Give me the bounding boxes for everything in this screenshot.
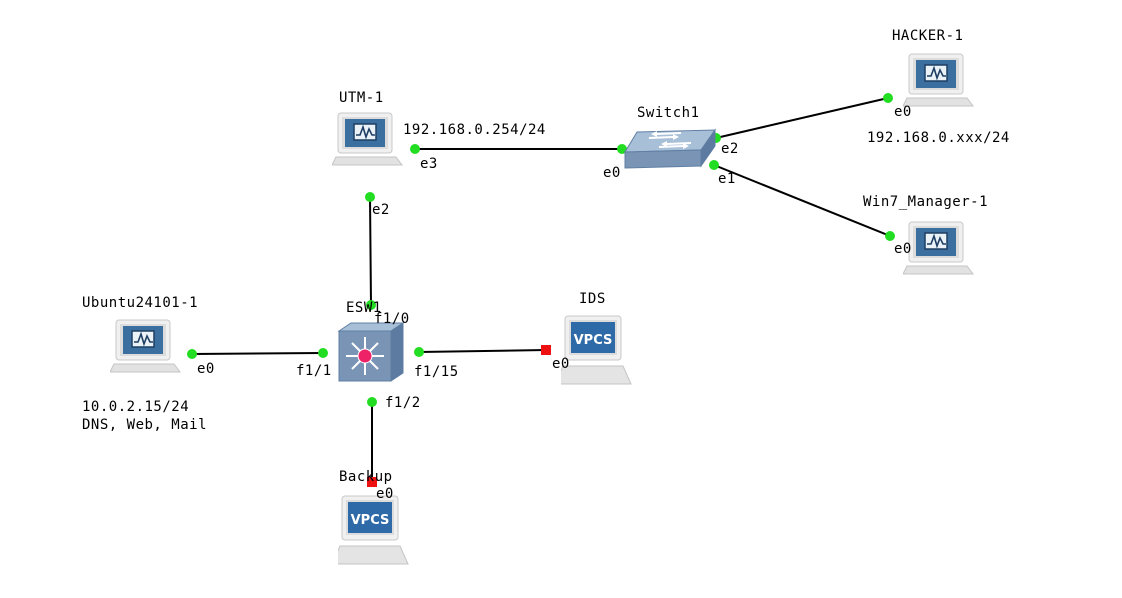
node-label-win7: Win7_Manager-1 — [863, 194, 989, 210]
port-label-utm-e2: e2 — [372, 202, 390, 218]
computer-icon — [903, 53, 974, 107]
port-label-switch-e0: e0 — [603, 165, 621, 181]
link-switch-win7[interactable] — [713, 164, 891, 237]
link-esw-ids[interactable] — [418, 349, 547, 353]
port-indicator-ubuntu-e0[interactable] — [187, 349, 197, 359]
port-label-esw-f1-15: f1/15 — [414, 364, 459, 380]
port-indicator-esw-f1-0[interactable] — [366, 300, 376, 310]
port-indicator-win7-e0[interactable] — [885, 231, 895, 241]
ethernet-switch-icon — [624, 128, 716, 169]
note-ubuntu-ip: 10.0.2.15/24 — [82, 399, 190, 415]
node-label-ubuntu: Ubuntu24101-1 — [82, 295, 199, 311]
node-label-utm: UTM-1 — [339, 90, 384, 106]
computer-icon — [903, 221, 974, 275]
node-esw1[interactable] — [337, 321, 405, 383]
note-utm-ip: 192.168.0.254/24 — [403, 122, 546, 138]
router-switch-icon — [337, 322, 405, 382]
node-label-hacker: HACKER-1 — [892, 28, 964, 44]
port-indicator-switch-e0[interactable] — [617, 144, 627, 154]
node-backup[interactable]: VPCS — [338, 494, 410, 566]
vpcs-icon-label: VPCS — [351, 513, 390, 528]
port-indicator-backup-e0[interactable] — [367, 477, 377, 487]
port-indicator-esw-f1-15[interactable] — [414, 347, 424, 357]
port-label-hacker-e0: e0 — [894, 104, 912, 120]
link-switch-hacker[interactable] — [715, 97, 889, 139]
node-switch1[interactable] — [623, 126, 719, 172]
port-indicator-esw-f1-1[interactable] — [318, 348, 328, 358]
port-label-switch-e1: e1 — [718, 171, 736, 187]
port-label-utm-e3: e3 — [420, 156, 438, 172]
port-indicator-esw-f1-2[interactable] — [367, 397, 377, 407]
vpcs-icon: VPCS — [338, 495, 409, 565]
port-label-ids-e0: e0 — [552, 356, 570, 372]
port-label-esw-f1-0: f1/0 — [374, 311, 410, 327]
note-ubuntu-services: DNS, Web, Mail — [82, 417, 208, 433]
node-label-switch: Switch1 — [637, 105, 700, 121]
node-label-backup: Backup — [339, 469, 393, 485]
node-win7-manager-1[interactable] — [903, 220, 975, 276]
node-ubuntu24101-1[interactable] — [110, 318, 182, 374]
node-hacker-1[interactable] — [903, 52, 975, 108]
port-label-backup-e0: e0 — [376, 486, 394, 502]
node-label-ids: IDS — [579, 291, 606, 307]
node-ids[interactable]: VPCS — [561, 314, 633, 386]
port-indicator-switch-e1[interactable] — [709, 160, 719, 170]
note-hacker-subnet: 192.168.0.xxx/24 — [867, 130, 1010, 146]
computer-icon — [332, 112, 403, 166]
port-label-esw-f1-2: f1/2 — [385, 395, 421, 411]
link-ubuntu-esw[interactable] — [191, 352, 324, 355]
port-indicator-utm-e2[interactable] — [365, 192, 375, 202]
port-indicator-utm-e3[interactable] — [410, 144, 420, 154]
computer-icon — [110, 319, 181, 373]
vpcs-icon: VPCS — [561, 315, 632, 385]
port-indicator-ids-e0[interactable] — [541, 345, 551, 355]
port-label-ubuntu-e0: e0 — [197, 361, 215, 377]
port-label-esw-f1-1: f1/1 — [296, 363, 332, 379]
vpcs-icon-label: VPCS — [574, 333, 613, 348]
port-label-switch-e2: e2 — [721, 141, 739, 157]
link-utm-esw[interactable] — [369, 196, 372, 306]
port-label-win7-e0: e0 — [894, 241, 912, 257]
node-utm-1[interactable] — [332, 111, 404, 167]
port-indicator-hacker-e0[interactable] — [883, 93, 893, 103]
node-label-esw: ESW1 — [346, 300, 382, 316]
